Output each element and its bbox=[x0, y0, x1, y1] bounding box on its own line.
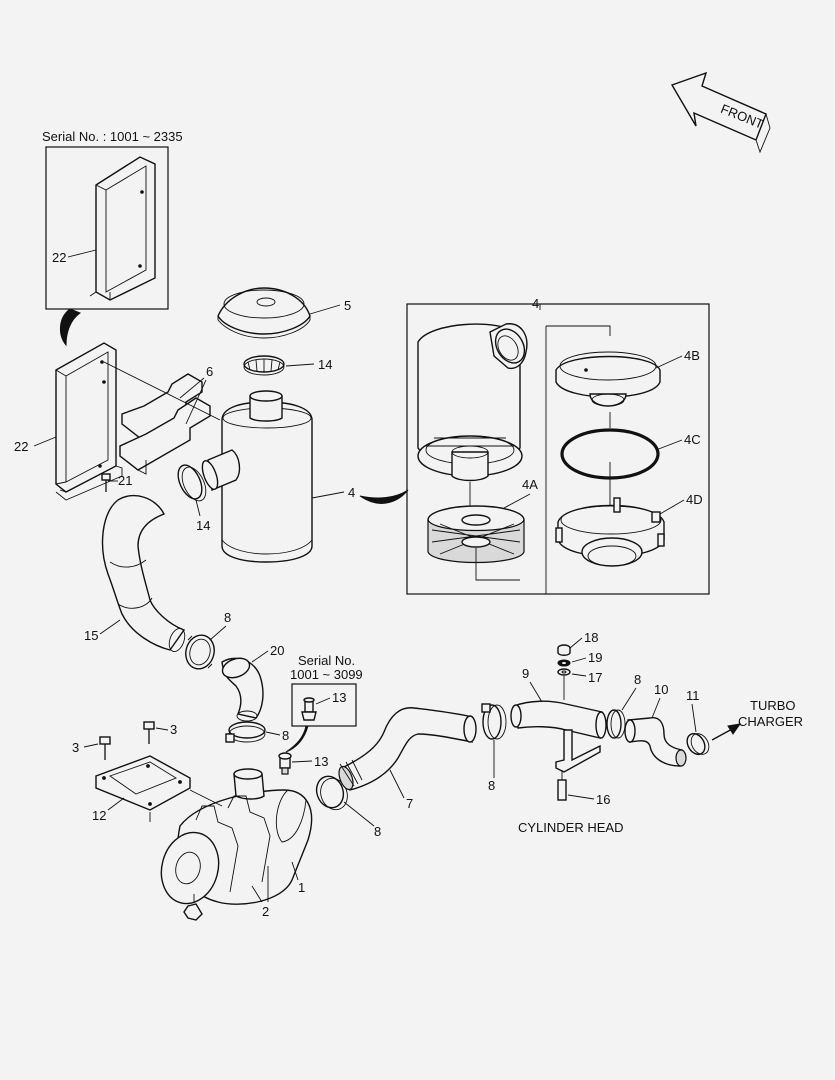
filter-element-4A bbox=[427, 505, 525, 564]
turbo-hose-10 bbox=[624, 717, 687, 767]
label-11: 11 bbox=[686, 688, 700, 703]
intake-pipe-9 bbox=[510, 700, 607, 773]
turbo-arrow-icon bbox=[711, 723, 742, 741]
dust-bowl-4D bbox=[555, 497, 665, 567]
label-6: 6 bbox=[206, 364, 213, 379]
label-13-box: 13 bbox=[332, 690, 346, 705]
intake-hose-15 bbox=[101, 495, 186, 652]
label-4: 4 bbox=[348, 485, 355, 500]
frame-bracket-22-top bbox=[89, 156, 156, 301]
label-12: 12 bbox=[92, 808, 106, 823]
hose-clamp-11 bbox=[686, 732, 710, 756]
serial-box-mid: Serial No. 1001 ~ 3099 13 bbox=[290, 653, 363, 727]
label-5: 5 bbox=[344, 298, 351, 313]
label-8-a: 8 bbox=[224, 610, 231, 625]
label-14-top: 14 bbox=[318, 357, 332, 372]
vacuum-valve-13-icon bbox=[301, 697, 317, 721]
label-22-top: 22 bbox=[52, 250, 66, 265]
serial-box-top: Serial No. : 1001 ~ 2335 22 bbox=[42, 129, 183, 310]
hose-clamp-8-c bbox=[315, 775, 348, 811]
label-10: 10 bbox=[654, 682, 668, 697]
label-1: 1 bbox=[298, 880, 305, 895]
label-19: 19 bbox=[588, 650, 602, 665]
bolt-3-b-icon bbox=[99, 736, 111, 760]
vacuum-valve-13 bbox=[278, 752, 292, 775]
label-13: 13 bbox=[314, 754, 328, 769]
serial-top-label: Serial No. : 1001 ~ 2335 bbox=[42, 129, 183, 144]
label-18: 18 bbox=[584, 630, 598, 645]
label-14: 14 bbox=[196, 518, 210, 533]
detail-box-4: 4 4A bbox=[406, 296, 710, 595]
label-8-c: 8 bbox=[374, 824, 381, 839]
clamp-ring-14-top bbox=[243, 355, 285, 376]
frame-bracket-22 bbox=[55, 342, 123, 501]
label-4C: 4C bbox=[684, 432, 701, 447]
label-8-b: 8 bbox=[282, 728, 289, 743]
hose-clamp-8-b bbox=[225, 721, 266, 743]
label-16: 16 bbox=[596, 792, 610, 807]
rubber-elbow-20 bbox=[221, 657, 264, 722]
front-arrow-icon: FRONT bbox=[670, 71, 771, 154]
turbo-label-2: CHARGER bbox=[738, 714, 803, 729]
label-2: 2 bbox=[262, 904, 269, 919]
air-cleaner-body-4 bbox=[201, 390, 313, 563]
washer-17-icon bbox=[557, 668, 571, 676]
hose-clamp-8-e bbox=[606, 709, 626, 739]
hose-clamp-8-a bbox=[185, 634, 215, 670]
label-3-b: 3 bbox=[72, 740, 79, 755]
hose-clamp-8-d bbox=[481, 703, 507, 740]
label-15: 15 bbox=[84, 628, 98, 643]
label-8-e: 8 bbox=[634, 672, 641, 687]
turbo-label-1: TURBO bbox=[750, 698, 796, 713]
label-20: 20 bbox=[270, 643, 284, 658]
intake-hose-7 bbox=[338, 707, 477, 791]
label-17: 17 bbox=[588, 670, 602, 685]
bolt-21-icon bbox=[101, 473, 111, 492]
air-cleaner-1 bbox=[160, 768, 313, 921]
label-22: 22 bbox=[14, 439, 28, 454]
stud-bolt-16 bbox=[557, 770, 567, 801]
label-7: 7 bbox=[406, 796, 413, 811]
label-21: 21 bbox=[118, 473, 132, 488]
cover-cap-5 bbox=[217, 287, 311, 339]
label-9: 9 bbox=[522, 666, 529, 681]
mounting-bracket-6 bbox=[119, 373, 211, 475]
label-4D: 4D bbox=[686, 492, 703, 507]
clamp-ring-14 bbox=[177, 464, 207, 502]
housing-4-body bbox=[417, 323, 528, 482]
bolt-3-a-icon bbox=[143, 721, 155, 744]
nut-18-icon bbox=[557, 644, 571, 656]
serial-mid-line1: Serial No. bbox=[298, 653, 355, 668]
label-4B: 4B bbox=[684, 348, 700, 363]
label-4A: 4A bbox=[522, 477, 538, 492]
label-8-d: 8 bbox=[488, 778, 495, 793]
mounting-plate-12 bbox=[95, 755, 191, 811]
washer-19-icon bbox=[557, 659, 571, 667]
cylinder-head-label: CYLINDER HEAD bbox=[518, 820, 623, 835]
serial-mid-line2: 1001 ~ 3099 bbox=[290, 667, 363, 682]
cover-4B bbox=[555, 351, 661, 407]
label-3-a: 3 bbox=[170, 722, 177, 737]
